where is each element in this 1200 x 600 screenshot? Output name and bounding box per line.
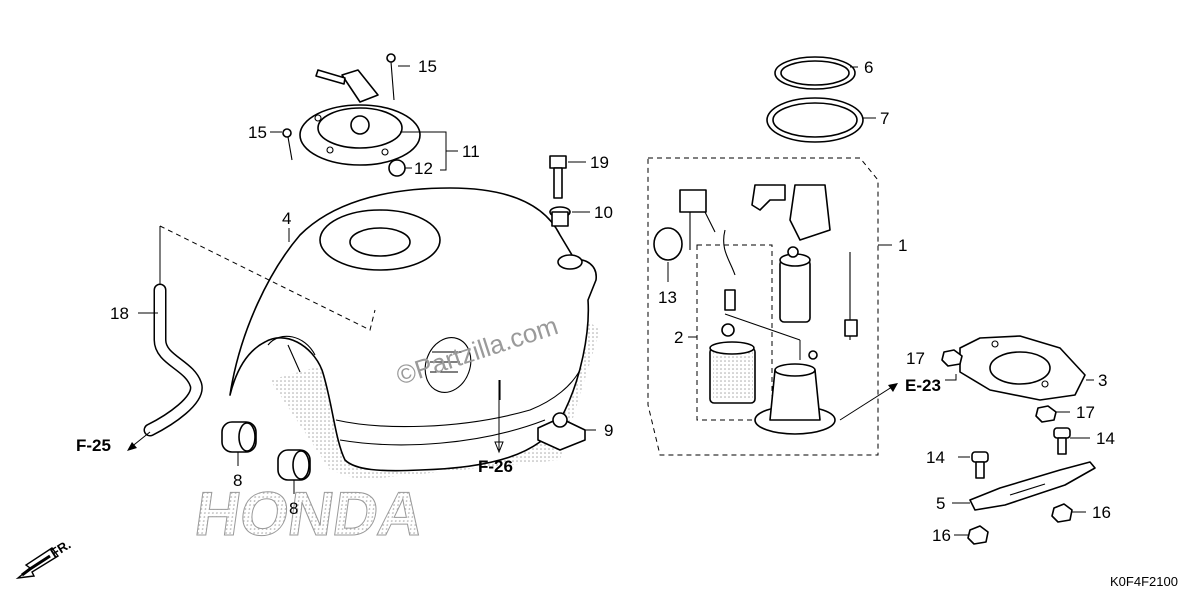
callout-17a: 17 [906,349,925,368]
callout-2: 2 [674,328,683,347]
diagram-code: K0F4F2100 [1110,574,1178,589]
nut-16b [1051,503,1073,523]
front-direction-arrow-icon [15,547,60,579]
callout-19: 19 [590,153,609,172]
callout-13: 13 [658,288,677,307]
callout-14a: 14 [926,448,945,467]
mount-rubber-9 [537,412,586,451]
fuel-tank [229,187,600,480]
callout-3: 3 [1098,371,1107,390]
rubber-damper-8a [221,421,257,453]
callout-9: 9 [604,421,613,440]
honda-watermark-text: HONDA [191,480,428,549]
cap-seal-12 [388,159,406,177]
set-ring-6 [774,56,856,90]
callout-15-top: 15 [418,57,437,76]
bolt-15-top [386,53,396,101]
bolt-19 [549,155,567,199]
callout-6: 6 [864,58,873,77]
callout-16a: 16 [932,526,951,545]
callout-4: 4 [282,209,291,228]
callout-16b: 16 [1092,503,1111,522]
bracket-stay-5 [969,461,1096,511]
fuel-pump-unit [653,184,858,340]
callout-1: 1 [898,236,907,255]
ref-f25: F-25 [76,436,111,455]
pump-base [754,350,836,435]
callout-7: 7 [880,109,889,128]
nut-16a [967,525,989,545]
setting-plate-3 [959,335,1086,401]
strainer-group-outline [696,244,773,421]
callout-8a: 8 [233,471,242,490]
callout-17b: 17 [1076,403,1095,422]
fuel-pump-group-outline [647,157,879,456]
callout-14b: 14 [1096,429,1115,448]
honda-watermark: HONDA [190,480,428,550]
nut-17a [941,349,963,367]
rubber-damper-8b [277,449,311,481]
ref-f26: F-26 [478,457,513,476]
callout-labels: 15 15 11 12 19 10 4 18 8 8 9 6 7 1 13 2 … [110,57,1115,545]
callout-8b: 8 [289,499,298,518]
nut-17b [1035,405,1057,423]
ref-e23: E-23 [905,376,941,395]
wire-harness [723,229,736,311]
bolt-14a [971,451,989,479]
callout-12: 12 [414,159,433,178]
callout-5: 5 [936,494,945,513]
bolt-15-left [282,128,293,161]
fuel-strainer [709,323,756,404]
callout-15-left: 15 [248,123,267,142]
collar-10 [549,206,571,227]
callout-10: 10 [594,203,613,222]
wing-logo [424,337,472,393]
bolt-14b [1053,427,1071,455]
tank-dashed-guide [159,225,376,331]
leader-lines [127,65,1094,536]
callout-18: 18 [110,304,129,323]
fuel-cap [299,69,421,166]
packing-ring-7 [766,97,864,143]
callout-11: 11 [462,142,480,161]
